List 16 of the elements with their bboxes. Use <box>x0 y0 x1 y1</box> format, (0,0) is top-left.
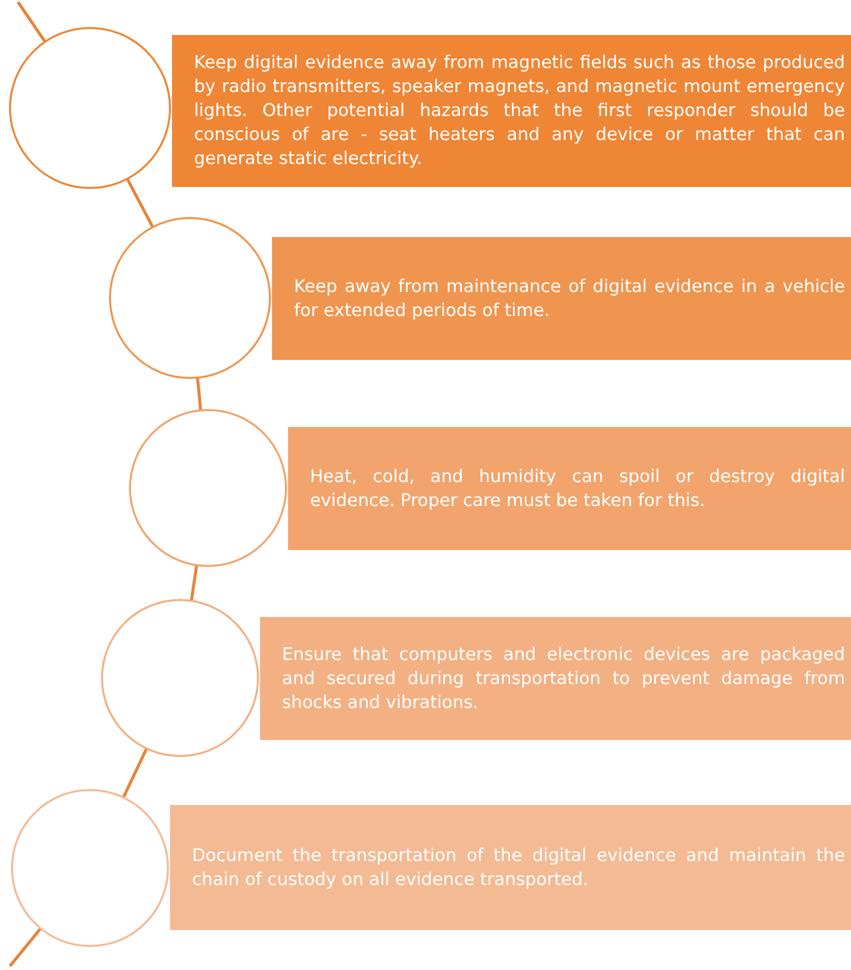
step-banner <box>288 427 851 550</box>
step-banner <box>272 237 851 360</box>
step-banner <box>170 805 851 930</box>
connector-line <box>8 927 42 967</box>
step-text: Document the transportation of the digital evidence and maintain the chain of custody on all evidence transported. <box>192 844 845 892</box>
step-text: Keep away from maintenance of digital evidence in a vehicle for extended periods of time. <box>294 276 845 322</box>
step-banner <box>172 35 851 187</box>
connector-line <box>126 178 154 228</box>
connector-line <box>190 564 198 602</box>
step-text: Ensure that computers and electronic devices are packaged and secured during transportation to prevent damage from shocks and vibrations. <box>282 644 845 714</box>
step-banner <box>260 617 851 740</box>
step-text: Heat, cold, and humidity can spoil or destroy digital evidence. Proper care must be taken for this. <box>310 466 845 512</box>
connector-line <box>122 748 148 798</box>
step-text: Keep digital evidence away from magnetic fields such as those produced by radio transmitters, speaker magnets, and magnetic mount emergency lights. Other potential hazards that the first responder should be conscious of are - seat heaters and any device or matter that can generate static electricity. <box>194 52 845 171</box>
connector-line <box>16 1 46 43</box>
connector-line <box>196 378 202 410</box>
